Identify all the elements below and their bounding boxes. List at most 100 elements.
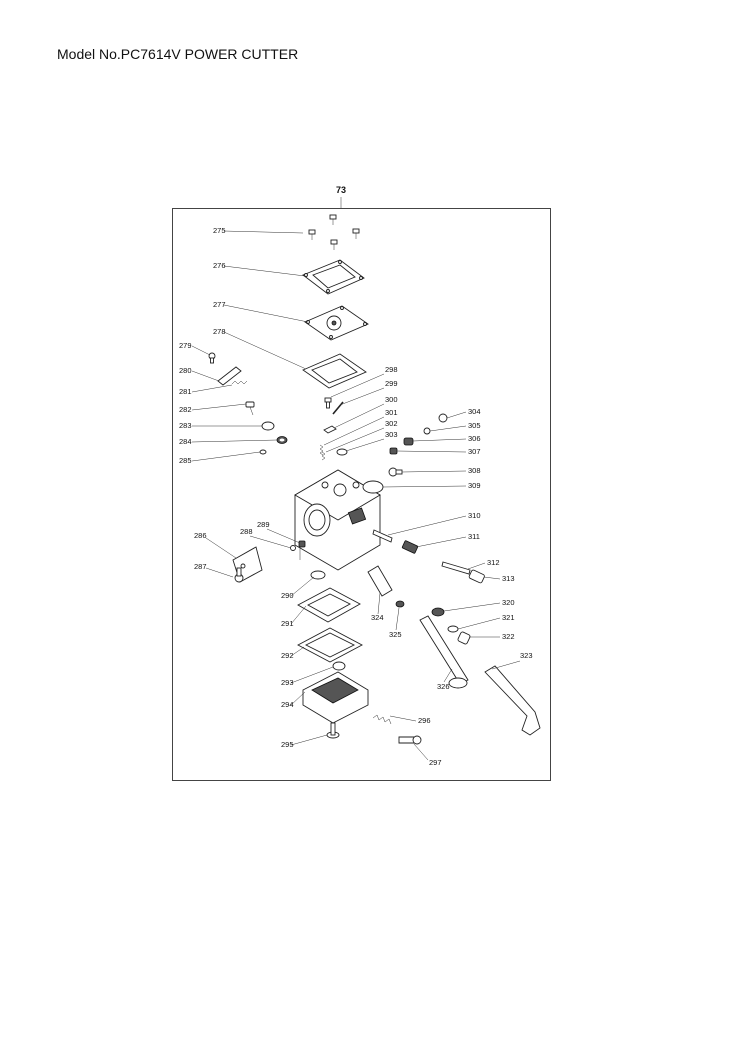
leader-line-valve-309	[382, 485, 467, 488]
leader-line-screw-295	[290, 734, 328, 746]
part-label-ball-305: 305	[468, 421, 481, 430]
leader-line-gasket-291	[290, 605, 307, 625]
part-label-spring-281: 281	[179, 387, 192, 396]
part-label-spring-296-b: 296	[281, 0, 294, 2]
part-label-gasket-291: 291	[281, 619, 294, 628]
leader-line-screw-308	[401, 470, 467, 473]
part-label-needle-310: 310	[468, 511, 481, 520]
part-label-jet-307: 307	[468, 447, 481, 456]
diaphragm-277-drawing	[304, 305, 369, 341]
part-label-clip-300: 300	[385, 395, 398, 404]
leader-line-plug-324	[377, 592, 381, 615]
leader-line-ball-288	[249, 535, 292, 549]
part-label-washer-321: 321	[502, 613, 515, 622]
part-label-diaphragm-292: 292	[281, 651, 294, 660]
part-label-pin-299: 299	[385, 379, 398, 388]
leader-line-ring-325	[395, 607, 400, 631]
leader-line-pump-cover-294	[290, 691, 306, 706]
part-label-valve-309: 309	[468, 481, 481, 490]
part-label-cap-313: 313	[502, 574, 515, 583]
part-label-screw-298: 298	[385, 365, 398, 374]
lower-left-parts	[232, 540, 369, 739]
lower-right-parts	[367, 565, 541, 745]
part-label-screw-287-a: 287	[194, 562, 207, 571]
part-label-oring-284: 284	[179, 437, 192, 446]
leader-line-screw-298	[330, 373, 385, 398]
part-label-plug-289: 289	[257, 520, 270, 529]
part-label-screw-308: 308	[468, 466, 481, 475]
leader-line-lever-280	[191, 370, 220, 382]
leader-line-oring-284	[191, 439, 278, 443]
leader-line-pin-299	[339, 387, 385, 406]
part-label-ring-325: 325	[389, 630, 402, 639]
part-label-oring-283: 283	[179, 421, 192, 430]
part-label-plug-306: 306	[468, 434, 481, 443]
leader-line-screw-275	[223, 230, 304, 234]
leader-line-screw-297	[413, 743, 429, 761]
part-label-diaphragm-277: 277	[213, 300, 226, 309]
part-label-cover-276: 276	[213, 261, 226, 270]
leader-line-ball-304	[446, 411, 467, 419]
figure-number: 73	[336, 185, 347, 195]
left-small-parts	[208, 352, 288, 455]
cover-276-drawing	[302, 259, 365, 295]
carburetor-body-drawing	[294, 469, 381, 571]
part-label-shaft-326: 326	[437, 682, 450, 691]
leader-line-spring-296-a	[389, 715, 417, 722]
leader-line-needle-310	[387, 515, 467, 536]
part-label-nut-311: 311	[468, 532, 480, 541]
leader-line-pin-285	[191, 451, 261, 462]
leader-line-spring-302	[325, 427, 385, 453]
part-label-plug-324: 324	[371, 613, 384, 622]
part-label-lever-323: 323	[520, 651, 533, 660]
part-label-gasket-278: 278	[213, 327, 226, 336]
leader-line-needle-312	[467, 562, 486, 570]
part-label-needle-312: 312	[487, 558, 500, 567]
leader-line-washer-303	[345, 438, 385, 452]
leader-line-plate-286	[205, 537, 237, 559]
part-label-washer-303: 303	[385, 430, 398, 439]
part-label-bushing-322: 322	[502, 632, 515, 641]
part-label-pin-285: 285	[179, 456, 192, 465]
part-label-lever-280: 280	[179, 366, 192, 375]
leader-line-screw-279	[191, 345, 211, 356]
leader-line-lever-323	[491, 660, 521, 670]
part-label-ball-304: 304	[468, 407, 481, 416]
part-label-screw-297: 297	[429, 758, 442, 767]
page-title: Model No.PC7614V POWER CUTTER	[57, 46, 299, 62]
leader-line-ball-305	[429, 425, 467, 432]
leader-line-needle-301	[323, 416, 385, 446]
part-label-pump-cover-294: 294	[281, 700, 294, 709]
leader-line-plug-293	[290, 666, 334, 684]
diagram-frame	[172, 208, 551, 781]
leader-line-nut-311	[415, 536, 467, 548]
leader-line-plug-289	[266, 528, 301, 544]
leader-line-needle-282	[191, 403, 247, 411]
leader-line-gasket-278	[223, 331, 307, 370]
leader-line-diaphragm-292	[290, 646, 305, 657]
leader-line-washer-321	[457, 617, 501, 630]
leader-line-clip-300	[333, 403, 385, 429]
part-label-needle-282: 282	[179, 405, 192, 414]
leader-line-cap-313	[483, 576, 501, 580]
leader-line-oring-320	[443, 602, 501, 612]
callouts: 2752762772782792802812822832842852862872…	[179, 0, 533, 767]
gasket-278-drawing	[302, 353, 367, 389]
part-label-needle-301: 301	[385, 408, 398, 417]
leader-line-jet-307	[396, 450, 467, 453]
part-label-screw-295: 295	[281, 740, 294, 749]
part-label-oring-320: 320	[502, 598, 515, 607]
part-label-screw-275: 275	[213, 226, 226, 235]
leader-line-screw-287-a	[205, 567, 234, 578]
right-small-parts	[319, 397, 485, 584]
part-label-spring-302: 302	[385, 419, 398, 428]
part-label-ball-288: 288	[240, 527, 253, 536]
leader-line-cover-276	[223, 265, 306, 277]
leader-line-plug-306	[412, 438, 467, 442]
leader-line-shaft-326	[443, 668, 453, 683]
leader-line-screen-290	[290, 576, 315, 597]
screw-275-drawing	[308, 214, 360, 250]
leader-line-spring-281	[191, 384, 233, 393]
part-label-spring-296-a: 296	[418, 716, 431, 725]
